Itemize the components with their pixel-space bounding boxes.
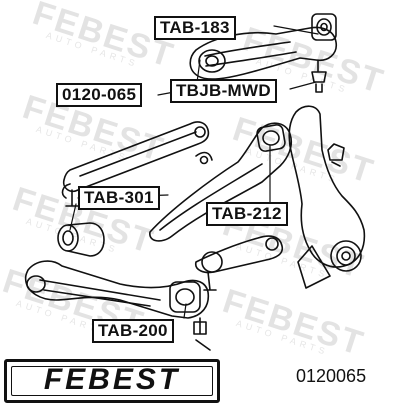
part-number: 0120065 bbox=[296, 366, 367, 386]
callout-tbjb-mwd: TBJB-MWD bbox=[170, 79, 277, 103]
brand-logo-text: FEBEST bbox=[43, 363, 181, 396]
callout-tab-212: TAB-212 bbox=[206, 202, 288, 226]
callout-0120-065: 0120-065 bbox=[56, 83, 143, 107]
callout-tab-301: TAB-301 bbox=[78, 186, 160, 210]
brand-logo-frame bbox=[11, 366, 213, 396]
callout-tab-183: TAB-183 bbox=[154, 16, 236, 40]
bushing-tab-301 bbox=[57, 222, 105, 257]
callout-tab-200: TAB-200 bbox=[92, 319, 174, 343]
lower-link bbox=[194, 235, 284, 291]
steering-knuckle bbox=[288, 105, 366, 289]
leader-lines bbox=[69, 25, 319, 319]
lower-control-arm bbox=[24, 260, 211, 351]
compression-rod bbox=[61, 121, 210, 207]
brand-logo: FEBEST bbox=[4, 359, 220, 403]
